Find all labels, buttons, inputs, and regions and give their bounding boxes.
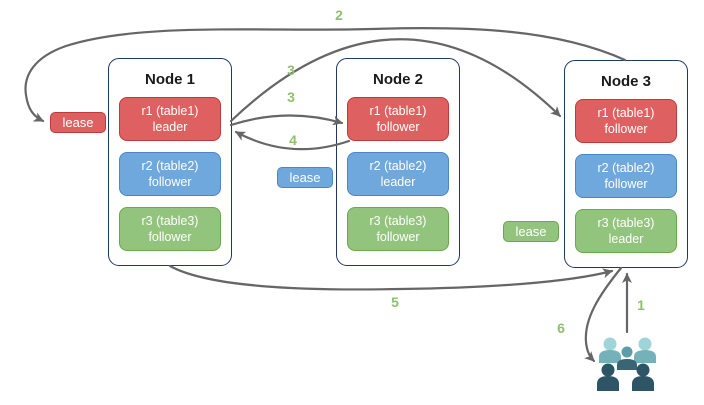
replica-label: r3 (table3): [141, 214, 199, 228]
replica-role: follower: [148, 175, 192, 189]
replica-label: r2 (table2): [597, 161, 655, 175]
node-3-replica-r1: r1 (table1) follower: [575, 99, 677, 143]
replica-role: follower: [604, 177, 648, 191]
lease-badge-r3: lease: [503, 221, 559, 242]
node-1-title: Node 1: [144, 71, 195, 88]
replica-label: r2 (table2): [369, 159, 427, 173]
replica-role: follower: [604, 122, 648, 136]
replica-label: r2 (table2): [141, 159, 199, 173]
replica-role: follower: [148, 230, 192, 244]
node-2-box: Node 2 r1 (table1) follower r2 (table2) …: [336, 58, 460, 266]
step-label-3-long: 3: [287, 62, 295, 78]
node-3-replica-r2: r2 (table2) follower: [575, 154, 677, 198]
step-label-2: 2: [335, 7, 343, 23]
step-label-5: 5: [391, 294, 399, 310]
node-1-replica-r3: r3 (table3) follower: [119, 207, 221, 251]
step-label-6: 6: [557, 320, 565, 336]
replica-role: leader: [380, 175, 416, 189]
lease-badge-r2: lease: [277, 167, 333, 188]
node-2-replica-r1: r1 (table1) follower: [347, 97, 449, 141]
lease-badge-r1: lease: [50, 112, 106, 133]
node-2-replica-r2: r2 (table2) leader: [347, 152, 449, 196]
replica-label: r1 (table1): [141, 104, 199, 118]
step-label-1: 1: [637, 297, 645, 313]
step-label-4: 4: [289, 132, 297, 148]
node-3-box: Node 3 r1 (table1) follower r2 (table2) …: [564, 60, 688, 268]
replica-role: leader: [608, 232, 644, 246]
node-1-replica-r1: r1 (table1) leader: [119, 97, 221, 141]
replica-label: r3 (table3): [369, 214, 427, 228]
node-2-replica-r3: r3 (table3) follower: [347, 207, 449, 251]
replica-label: r3 (table3): [597, 216, 655, 230]
node-2-title: Node 2: [372, 71, 423, 88]
node-3-title: Node 3: [600, 73, 651, 90]
replica-label: r1 (table1): [369, 104, 427, 118]
node-3-replica-r3: r3 (table3) leader: [575, 209, 677, 253]
arrow-step-3-leader-to-node2-follower: [229, 114, 344, 127]
users-group-icon: [597, 337, 656, 391]
replica-label: r1 (table1): [597, 106, 655, 120]
arrow-step-5-node1-to-gateway: [168, 264, 614, 291]
replica-role: follower: [376, 120, 420, 134]
node-1-replica-r2: r2 (table2) follower: [119, 152, 221, 196]
node-1-box: Node 1 r1 (table1) leader r2 (table2) fo…: [108, 58, 232, 266]
replica-role: follower: [376, 230, 420, 244]
replica-role: leader: [152, 120, 188, 134]
step-label-3-short: 3: [287, 89, 295, 105]
